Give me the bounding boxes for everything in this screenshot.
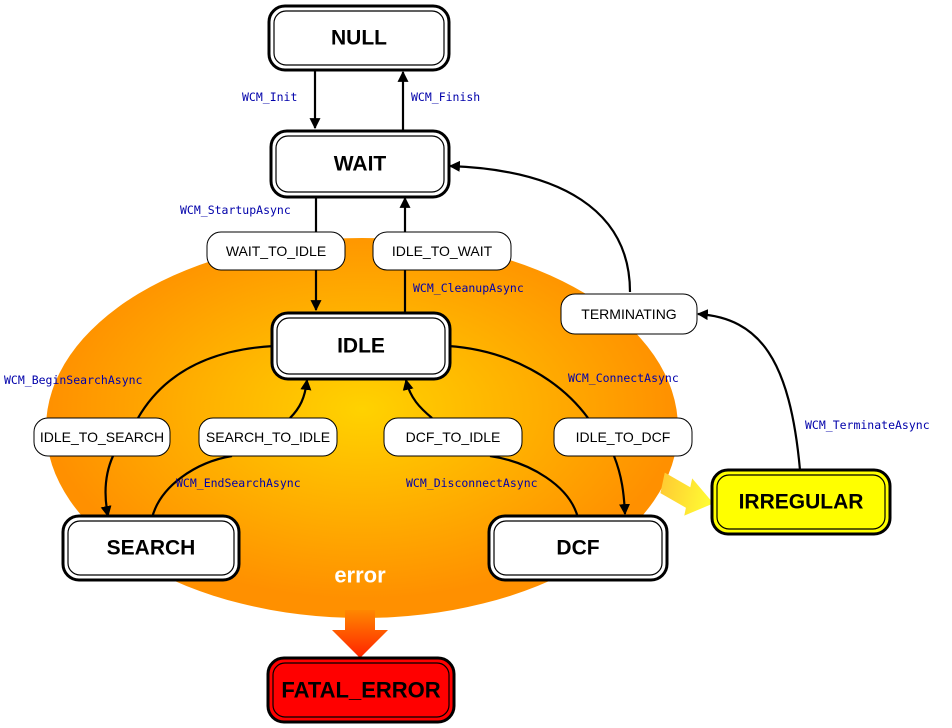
edge-idle-to-its	[137, 344, 275, 419]
fatal-arrow	[332, 610, 388, 658]
state-wait-label: WAIT	[334, 153, 387, 176]
edge-label-wcm-startup-async: WCM_StartupAsync	[180, 203, 291, 217]
state-search: SEARCH	[61, 514, 241, 582]
edge-label-wcm-begin-search-async: WCM_BeginSearchAsync	[4, 373, 142, 387]
edge-label-wcm-cleanup-async: WCM_CleanupAsync	[413, 281, 524, 295]
edge-idle-to-itd	[447, 344, 589, 419]
state-null: NULL	[267, 4, 451, 72]
transient-idle-to-dcf-label: IDLE_TO_DCF	[576, 429, 671, 445]
edge-dcf-to-dti	[489, 454, 580, 519]
edge-label-wcm-connect-async: WCM_ConnectAsync	[568, 371, 679, 385]
transient-terminating-label: TERMINATING	[581, 306, 676, 322]
state-null-label: NULL	[331, 27, 387, 50]
edge-sti-to-idle	[289, 378, 312, 419]
transient-wait-to-idle-label: WAIT_TO_IDLE	[226, 243, 326, 259]
transient-idle-to-dcf: IDLE_TO_DCF	[553, 417, 693, 457]
state-dcf-label: DCF	[556, 537, 599, 560]
edge-label-wcm-init: WCM_Init	[242, 90, 297, 104]
edge-irregular-to-terminating	[696, 309, 802, 471]
edge-search-to-sti	[150, 454, 233, 519]
state-search-label: SEARCH	[107, 537, 196, 560]
state-irregular-label: IRREGULAR	[739, 491, 864, 514]
edge-label-wcm-disconnect-async: WCM_DisconnectAsync	[406, 476, 538, 490]
transient-dcf-to-idle: DCF_TO_IDLE	[383, 417, 523, 457]
state-fatal-error-label: FATAL_ERROR	[281, 678, 440, 703]
edge-label-wcm-finish: WCM_Finish	[411, 90, 480, 104]
transient-dcf-to-idle-label: DCF_TO_IDLE	[406, 429, 501, 445]
edge-dti-to-idle	[402, 378, 433, 419]
edge-itd-to-dcf	[612, 455, 630, 516]
state-idle-label: IDLE	[337, 335, 385, 358]
transient-terminating: TERMINATING	[560, 293, 698, 335]
edge-label-wcm-terminate-async: WCM_TerminateAsync	[805, 418, 930, 432]
edge-terminating-to-wait	[448, 160, 632, 293]
state-irregular: IRREGULAR	[710, 468, 892, 536]
transient-idle-to-wait-label: IDLE_TO_WAIT	[392, 243, 493, 259]
transient-idle-to-search: IDLE_TO_SEARCH	[33, 417, 171, 457]
transient-search-to-idle: SEARCH_TO_IDLE	[198, 417, 338, 457]
edge-its-to-search	[100, 455, 115, 518]
transient-search-to-idle-label: SEARCH_TO_IDLE	[206, 429, 330, 445]
error-region-label: error	[334, 563, 386, 588]
transient-idle-to-wait: IDLE_TO_WAIT	[372, 231, 512, 271]
state-dcf: DCF	[487, 514, 669, 582]
irregular-arrow	[660, 472, 714, 516]
edge-label-wcm-end-search-async: WCM_EndSearchAsync	[176, 476, 301, 490]
state-fatal-error: FATAL_ERROR	[266, 656, 456, 724]
state-idle: IDLE	[270, 311, 452, 381]
transient-idle-to-search-label: IDLE_TO_SEARCH	[40, 429, 164, 445]
state-wait: WAIT	[269, 129, 451, 199]
transient-wait-to-idle: WAIT_TO_IDLE	[206, 231, 346, 271]
